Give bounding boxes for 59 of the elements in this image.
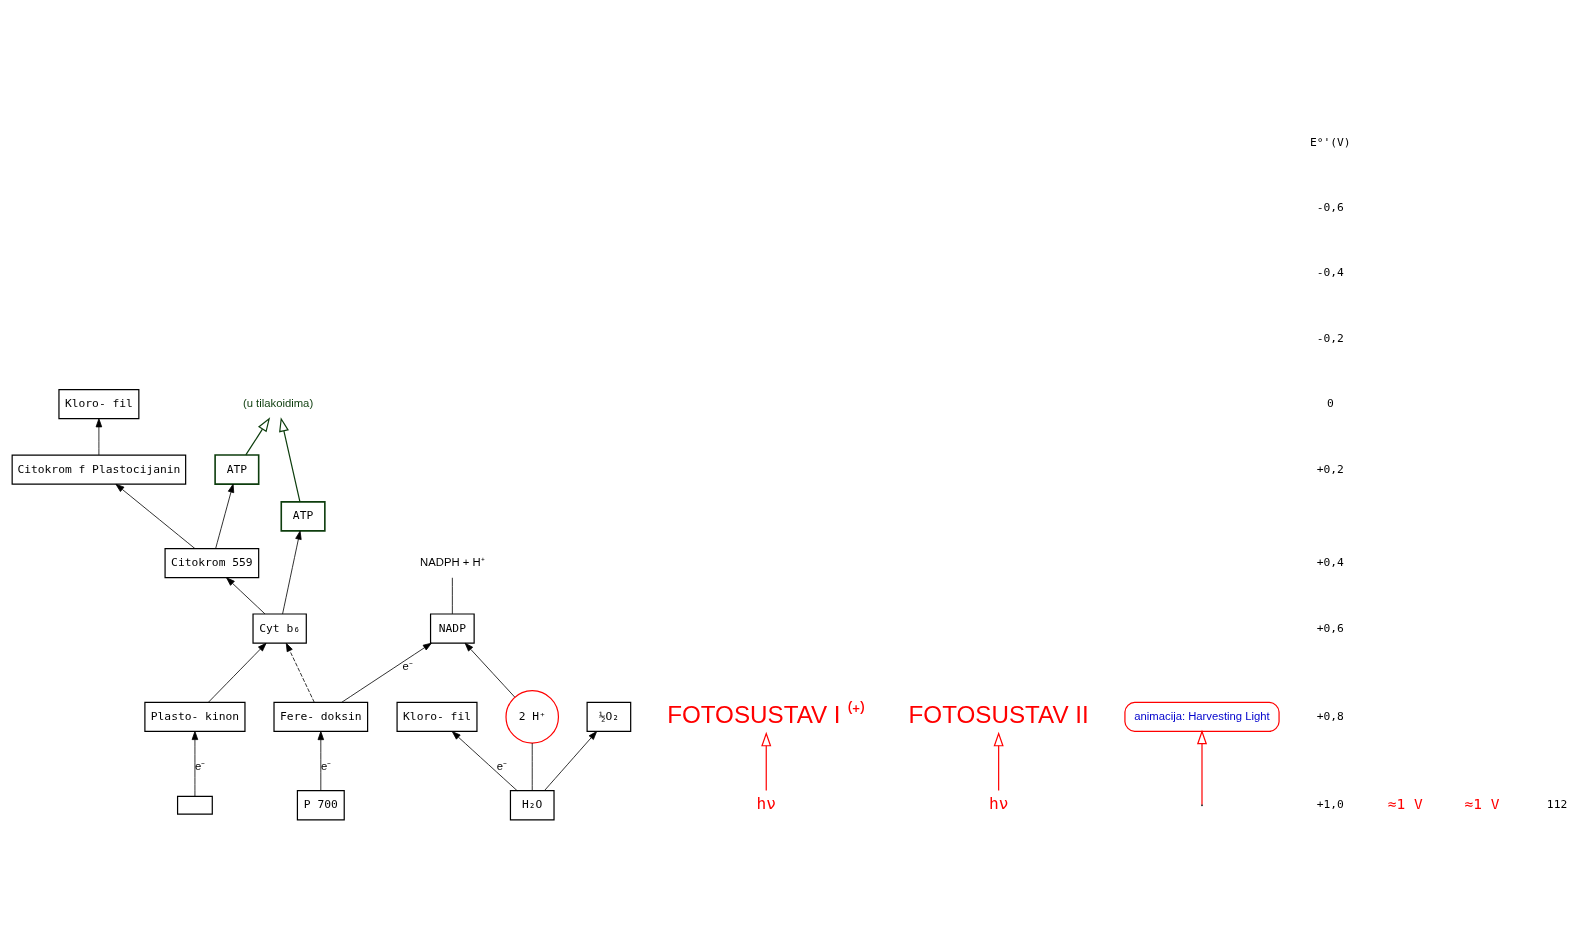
label: ≈1 V bbox=[1464, 795, 1500, 812]
arrow bbox=[115, 483, 196, 549]
node-box: animacija: Harvesting Light bbox=[1124, 701, 1280, 732]
node-box: P 700 bbox=[296, 789, 345, 820]
label: +0,8 bbox=[1316, 709, 1344, 723]
label: +1,0 bbox=[1316, 797, 1344, 811]
connector bbox=[531, 742, 533, 791]
label: ≈1 V bbox=[1387, 795, 1423, 812]
connector bbox=[451, 576, 453, 614]
arrow bbox=[285, 642, 315, 703]
node-box: ½O₂ bbox=[586, 701, 632, 732]
arrow bbox=[215, 483, 235, 549]
arrow bbox=[226, 576, 266, 614]
node-text: FOTOSUSTAV II bbox=[908, 700, 1089, 728]
label: -0,4 bbox=[1316, 265, 1344, 279]
arrow bbox=[317, 730, 325, 791]
node-box: ATP bbox=[214, 453, 260, 485]
arrow bbox=[208, 642, 267, 703]
edge-label: e⁻ bbox=[402, 659, 413, 672]
label: E°'(V) bbox=[1309, 135, 1351, 149]
label: 112 bbox=[1546, 797, 1568, 811]
label: +0,4 bbox=[1316, 555, 1344, 569]
arrow bbox=[341, 642, 432, 703]
node-text: (u tilakoidima) bbox=[242, 396, 314, 409]
label: 0 bbox=[1326, 396, 1334, 410]
node-box: Plasto- kinon bbox=[144, 701, 246, 732]
arrow bbox=[95, 417, 103, 455]
arrow bbox=[544, 730, 597, 791]
arrow bbox=[993, 731, 1004, 791]
label: -0,2 bbox=[1316, 331, 1344, 345]
arrow bbox=[279, 416, 301, 502]
arrow bbox=[464, 642, 516, 697]
node-box bbox=[176, 795, 213, 815]
arrow bbox=[282, 530, 302, 614]
arrow bbox=[451, 730, 518, 791]
node-box: H₂O bbox=[509, 789, 555, 820]
arrow bbox=[191, 730, 199, 797]
node-box: ATP bbox=[280, 500, 326, 532]
node-box: Fere- doksin bbox=[273, 701, 369, 732]
node-box: NADP bbox=[429, 612, 475, 644]
node-text: FOTOSUSTAV I ⁽⁺⁾ bbox=[667, 700, 866, 728]
label: -0,6 bbox=[1316, 200, 1344, 214]
node-text: NADPH + H⁺ bbox=[420, 555, 485, 568]
node-box: Citokrom 559 bbox=[164, 547, 260, 578]
label: +0,2 bbox=[1316, 462, 1344, 476]
arrow bbox=[1196, 729, 1208, 805]
node-box: Citokrom f Plastocijanin bbox=[11, 453, 187, 485]
node-box: Cyt b₆ bbox=[252, 612, 307, 644]
node-box: Kloro- fil bbox=[396, 701, 478, 732]
arrow bbox=[761, 731, 772, 791]
node-circle: 2 H⁺ bbox=[505, 689, 560, 744]
arrow bbox=[245, 416, 271, 456]
node-text: hν bbox=[756, 793, 776, 813]
edge-label: e⁻ bbox=[195, 759, 206, 772]
label: +0,6 bbox=[1316, 621, 1344, 635]
edge-label: e⁻ bbox=[320, 759, 332, 772]
node-text: hν bbox=[988, 793, 1009, 813]
edge-label: e⁻ bbox=[496, 759, 508, 772]
node-box: Kloro- fil bbox=[58, 388, 140, 419]
